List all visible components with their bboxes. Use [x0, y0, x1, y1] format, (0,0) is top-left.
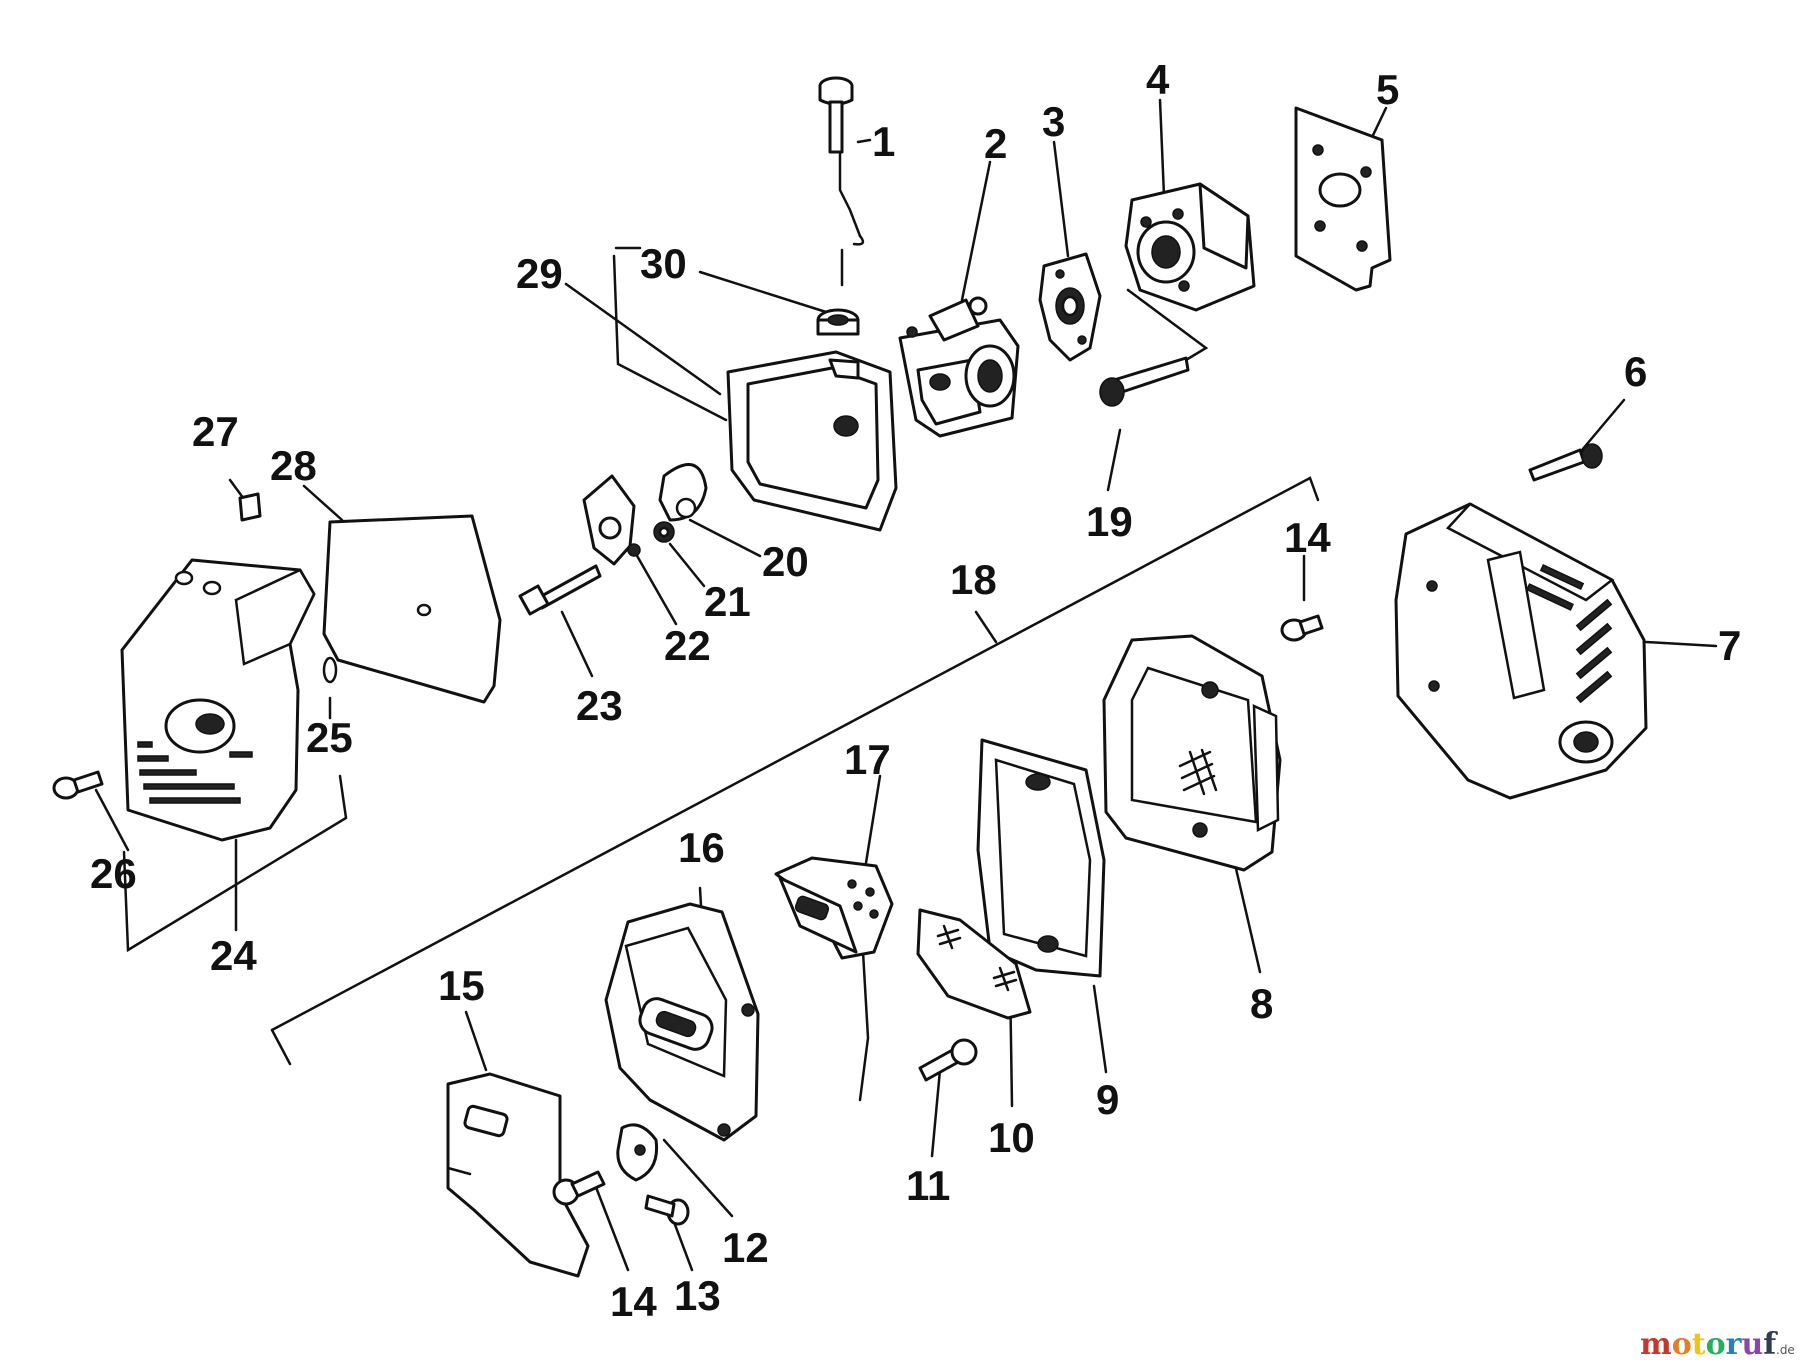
- part-26-screw: [52, 770, 104, 800]
- label-2: 2: [984, 120, 1007, 167]
- part-12-bracket: [616, 1123, 659, 1182]
- watermark-letter: r: [1726, 1327, 1743, 1362]
- part-3-gasket: [1038, 252, 1102, 362]
- part-15-deflector: [446, 1072, 590, 1278]
- watermark-letter: o: [1672, 1327, 1692, 1362]
- label-1: 1: [872, 118, 895, 165]
- label-18: 18: [950, 556, 997, 603]
- label-20: 20: [762, 538, 809, 585]
- part-30-grommet: [816, 308, 860, 336]
- part-7-vent-slots: [1525, 563, 1613, 704]
- label-4: 4: [1146, 56, 1170, 103]
- label-26: 26: [90, 850, 137, 897]
- part-28-filter-element: [322, 514, 502, 704]
- watermark-suffix: .de: [1776, 1343, 1795, 1357]
- label-7: 7: [1718, 622, 1741, 669]
- label-3: 3: [1042, 98, 1065, 145]
- part-8-muffler-back: [1102, 634, 1282, 872]
- part-9-gasket: [976, 738, 1106, 978]
- part-10-baffle: [916, 908, 1032, 1020]
- label-30: 30: [640, 240, 687, 287]
- callout-labels: 1 2 3 4 5 6 7 8 9 10 11 12 13 14 14 15 1…: [90, 56, 1741, 1325]
- label-28: 28: [270, 442, 317, 489]
- label-17: 17: [844, 736, 891, 783]
- part-4-insulator: [1124, 182, 1256, 312]
- label-8: 8: [1250, 980, 1273, 1027]
- part-23-bolt: [518, 564, 602, 616]
- label-6: 6: [1624, 348, 1647, 395]
- svg-text:motoruf: motoruf: [1640, 1327, 1778, 1362]
- label-23: 23: [576, 682, 623, 729]
- label-22: 22: [664, 622, 711, 669]
- label-14-right: 14: [1284, 514, 1331, 561]
- label-19: 19: [1086, 498, 1133, 545]
- part-29-air-filter-base: [726, 350, 898, 532]
- label-25: 25: [306, 714, 353, 761]
- part-2-carburetor: [898, 296, 1020, 438]
- part-11-screw: [918, 1038, 978, 1082]
- part-7-muffler-cover: [1394, 502, 1648, 800]
- part-24-air-filter-cover: [120, 558, 316, 842]
- watermark-letter: m: [1640, 1327, 1672, 1362]
- part-6-screw: [1528, 443, 1603, 482]
- part-22-bracket: [582, 474, 641, 566]
- label-11: 11: [906, 1162, 950, 1209]
- label-16: 16: [678, 824, 725, 871]
- part-16-muffler-body: [604, 902, 760, 1142]
- part-14-screw-right: [1280, 614, 1324, 642]
- label-21: 21: [704, 578, 751, 625]
- label-14-bottom: 14: [610, 1278, 657, 1325]
- watermark-letter: t: [1692, 1327, 1706, 1362]
- part-14-screw-bottom: [552, 1170, 606, 1206]
- part-20-retainer: [658, 463, 708, 522]
- part-13-screw: [644, 1194, 690, 1226]
- label-29: 29: [516, 250, 563, 297]
- part-24-grille: [137, 741, 253, 804]
- label-27: 27: [192, 408, 239, 455]
- watermark-letter: f: [1763, 1327, 1778, 1362]
- part-10-hatch: [936, 924, 1018, 992]
- watermark-letter: u: [1741, 1327, 1763, 1362]
- part-8-hatch: [1178, 748, 1218, 796]
- label-10: 10: [988, 1114, 1035, 1161]
- part-21-nut: [653, 521, 675, 543]
- label-9: 9: [1096, 1076, 1119, 1123]
- label-15: 15: [438, 962, 485, 1009]
- part-19-screw: [1099, 356, 1190, 407]
- label-12: 12: [722, 1224, 769, 1271]
- leader-lines: [94, 98, 1718, 1272]
- watermark: motoruf .de: [1640, 1327, 1795, 1362]
- part-17-spark-arrestor: [774, 856, 894, 960]
- label-5: 5: [1376, 66, 1399, 113]
- part-25-o-ring: [322, 656, 338, 684]
- part-27-clip: [238, 492, 262, 522]
- label-24: 24: [210, 932, 257, 979]
- part-5-gasket: [1294, 106, 1392, 292]
- watermark-letter: o: [1706, 1327, 1726, 1362]
- label-13: 13: [674, 1272, 721, 1319]
- part-1-choke-knob-rod: [818, 76, 865, 246]
